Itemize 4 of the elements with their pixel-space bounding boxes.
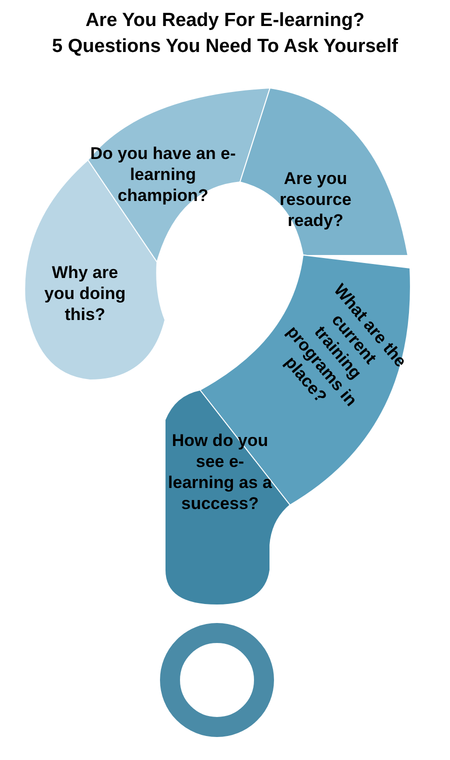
title: Are You Ready For E-learning? 5 Questions You Need To Ask Yourself	[51, 9, 399, 59]
question-text: Why are you doing this?	[43, 262, 127, 325]
question-text: How do you see e-learning as a success?	[168, 430, 272, 514]
question-text: Do you have an e-learning champion?	[89, 143, 237, 206]
